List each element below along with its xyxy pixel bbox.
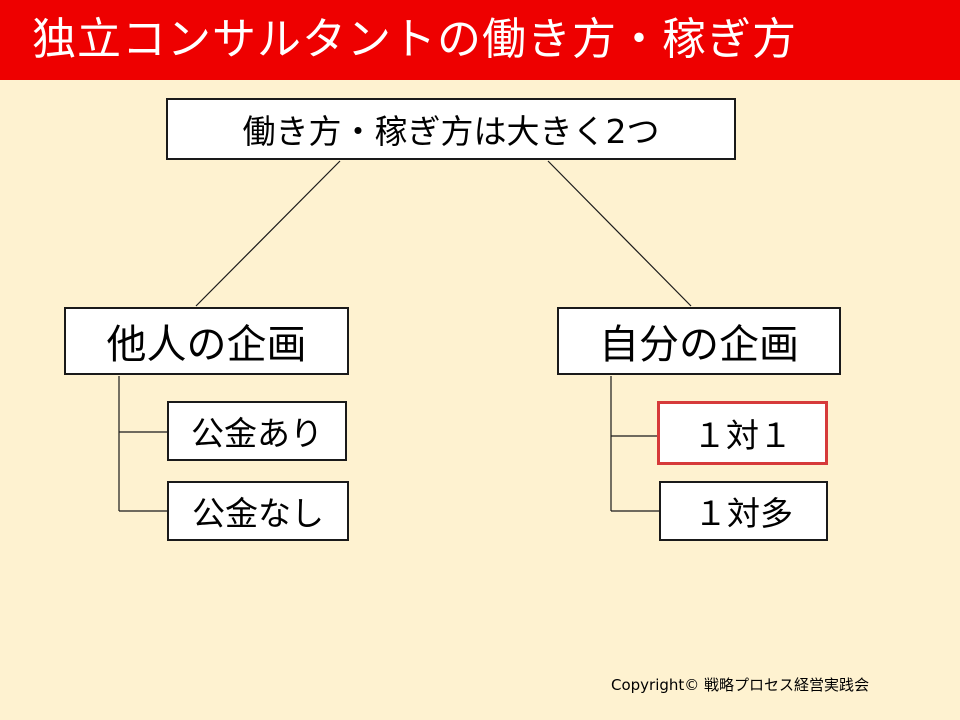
connector-left-children — [118, 376, 167, 512]
connector-right-children — [610, 376, 659, 512]
leaf-node-one-to-many: １対多 — [659, 481, 828, 541]
leaf-node-without-public-funds: 公金なし — [167, 481, 349, 541]
branch-node-own-plan: 自分の企画 — [557, 307, 841, 375]
leaf-node-one-to-one-highlighted: １対１ — [657, 401, 828, 465]
connector-root-to-left — [195, 160, 341, 307]
connector-root-to-right — [547, 160, 692, 307]
branch-node-others-plan: 他人の企画 — [64, 307, 349, 375]
page-title: 独立コンサルタントの働き方・稼ぎ方 — [32, 14, 797, 65]
leaf-node-with-public-funds: 公金あり — [167, 401, 347, 461]
copyright-text: Copyright© 戦略プロセス経営実践会 — [611, 676, 870, 694]
root-node: 働き方・稼ぎ方は大きく2つ — [166, 98, 736, 160]
title-bar: 独立コンサルタントの働き方・稼ぎ方 — [0, 0, 960, 80]
